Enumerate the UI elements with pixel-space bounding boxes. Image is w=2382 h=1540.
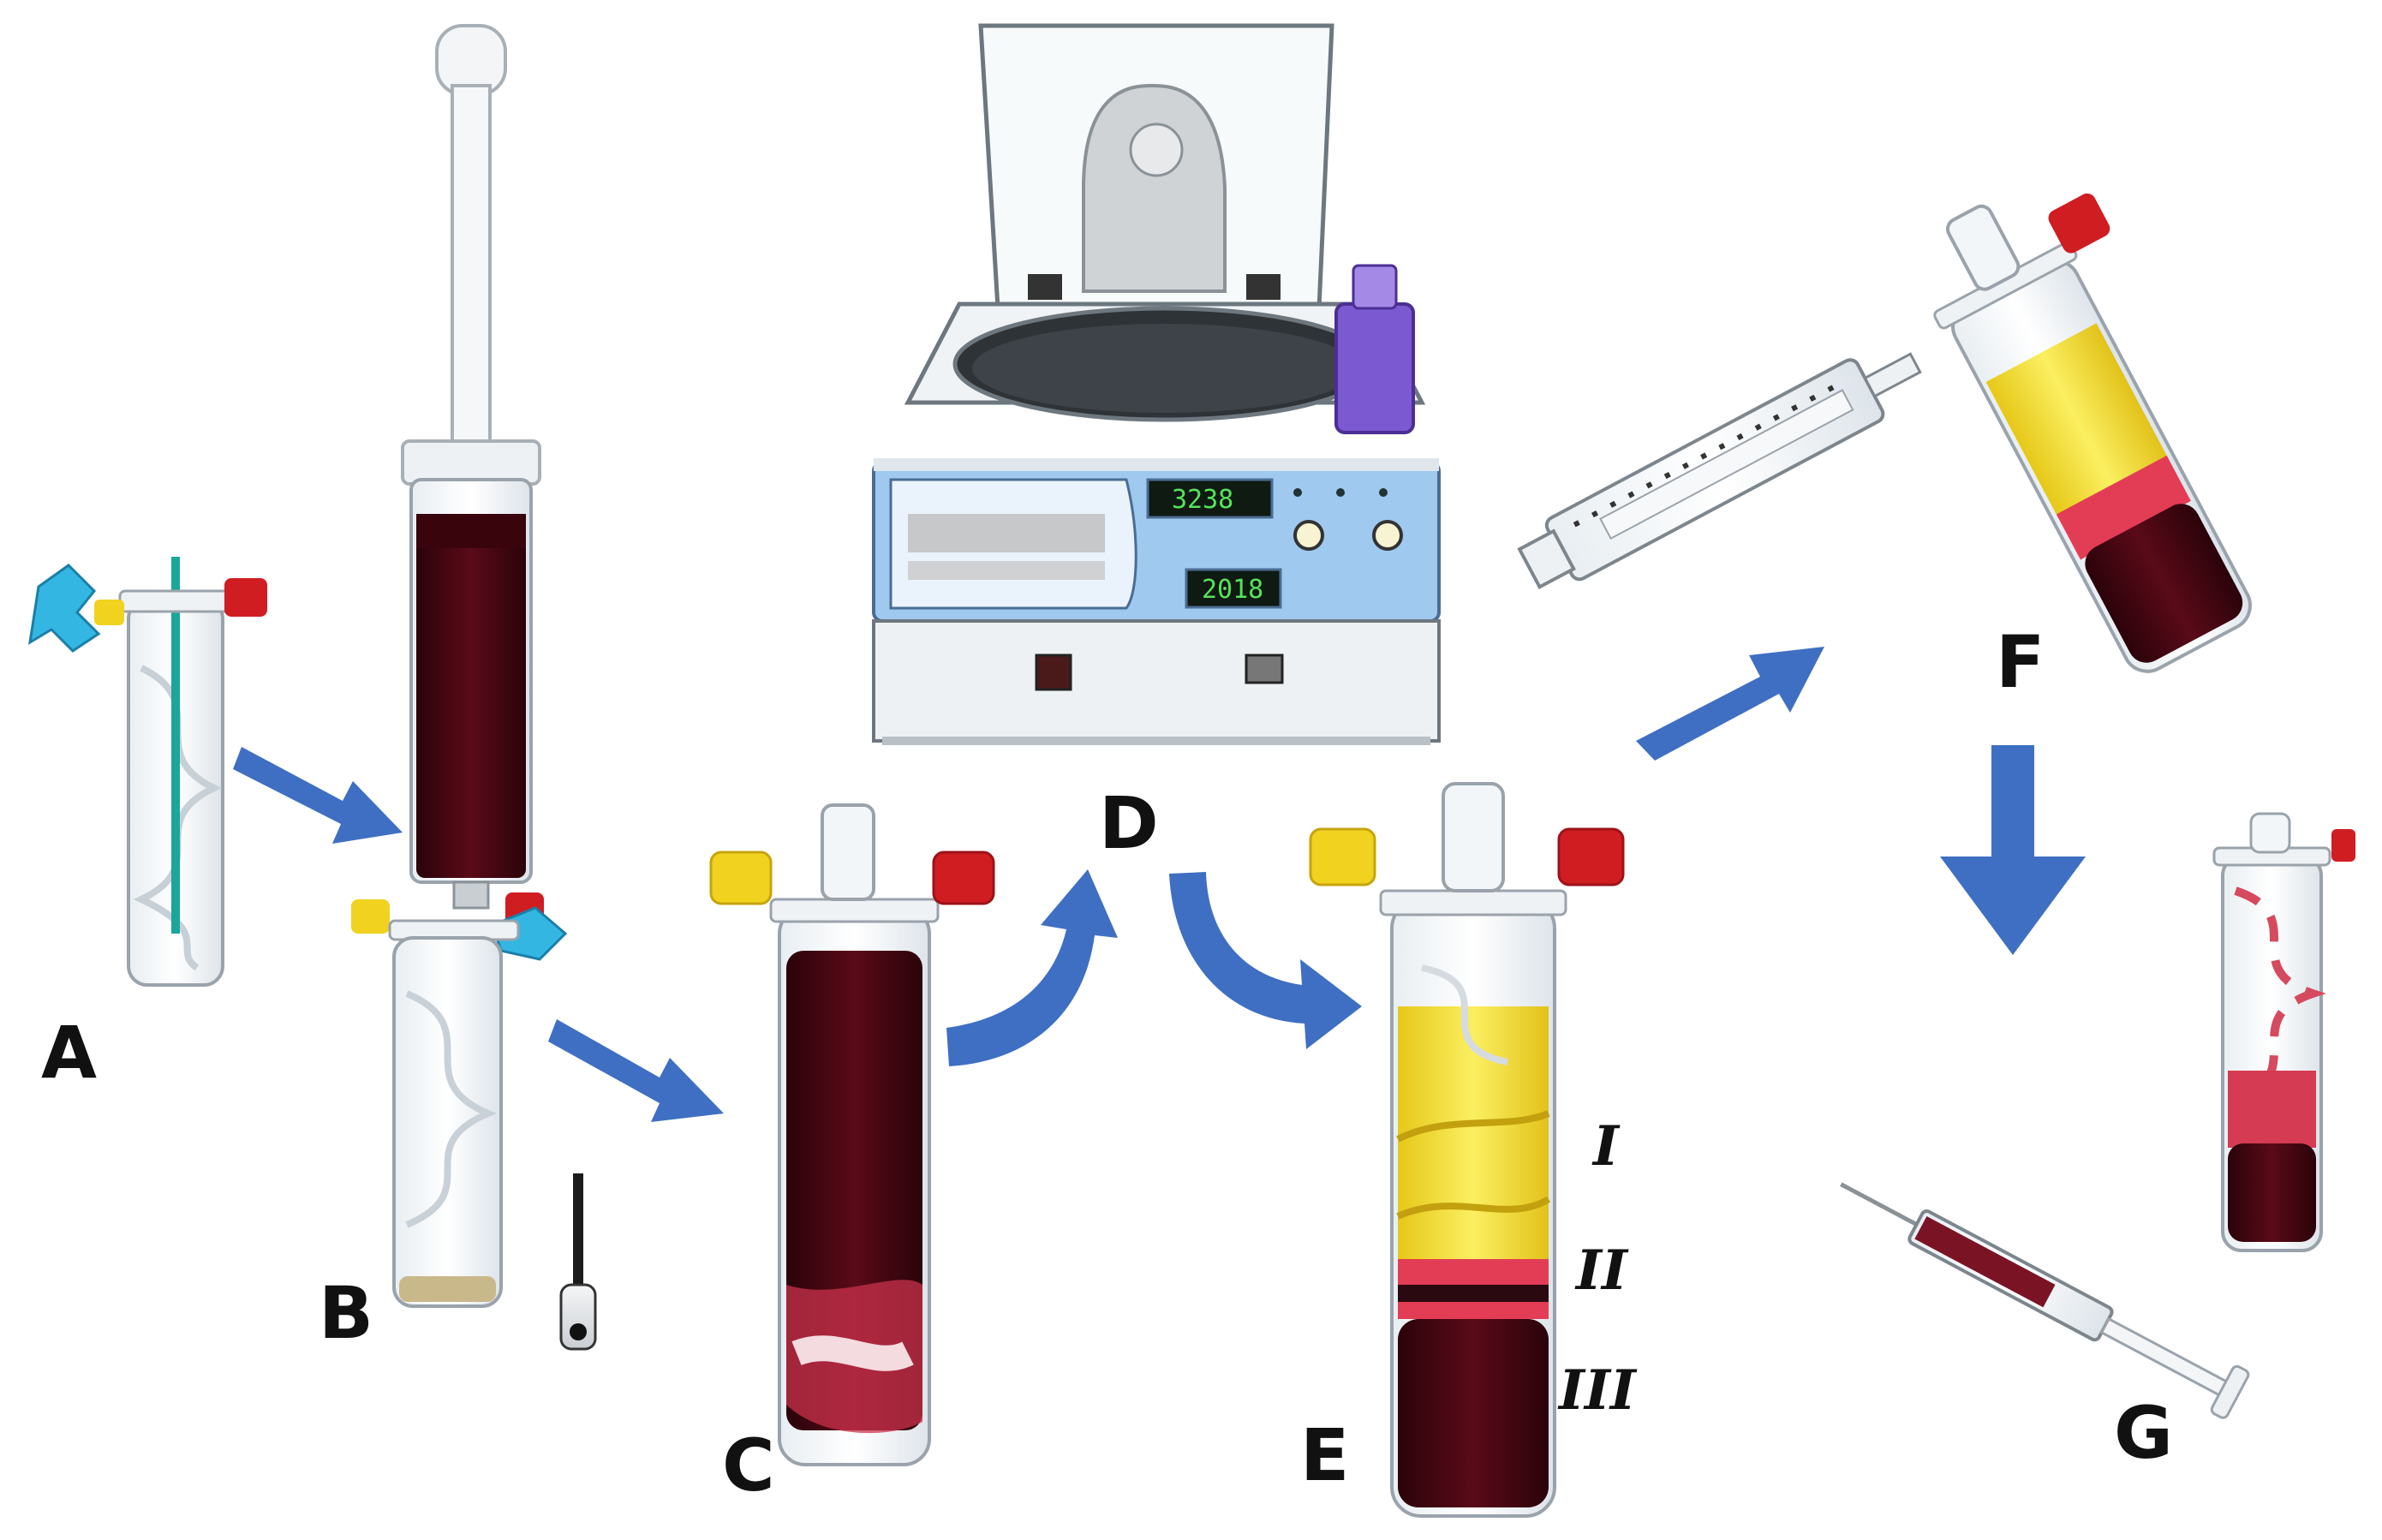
label-c: C	[722, 1424, 775, 1507]
syringe-g	[1840, 1182, 2250, 1419]
label-a: A	[41, 1011, 97, 1095]
label-g: G	[2114, 1391, 2173, 1475]
label-f: F	[1996, 620, 2045, 704]
arrow-f-to-g-icon	[1940, 745, 2086, 955]
layer-label-iii: III	[1557, 1358, 1638, 1423]
red-cap	[224, 578, 267, 617]
stop-button[interactable]	[1372, 520, 1403, 551]
label-d: D	[1099, 781, 1159, 865]
syringe-tube-b	[351, 24, 597, 1351]
arrow-b-to-c-icon	[548, 1019, 724, 1122]
yellow-cap	[94, 600, 124, 625]
layer-label-i: I	[1591, 1114, 1621, 1179]
arrow-c-to-d-icon	[946, 869, 1118, 1066]
valve-icon	[28, 564, 101, 653]
arrow-d-to-e-icon	[1169, 872, 1362, 1049]
layer-label-ii: II	[1574, 1239, 1629, 1303]
display-upper: 3238	[1172, 485, 1233, 515]
tube-f	[1933, 193, 2252, 673]
label-b: B	[319, 1271, 373, 1355]
label-e: E	[1300, 1413, 1349, 1497]
flow-arrows	[233, 647, 2086, 1122]
tube-c	[709, 803, 995, 1466]
tube-g	[2212, 812, 2355, 1252]
power-switch[interactable]	[1035, 654, 1072, 691]
tube-e	[1309, 782, 1625, 1518]
tube-a	[28, 557, 267, 987]
start-button[interactable]	[1293, 520, 1324, 551]
arrow-e-to-f-icon	[1636, 647, 1824, 761]
centrifuge: 3238 2018	[872, 23, 1441, 745]
syringe-f	[1517, 352, 1922, 590]
arrow-a-to-b-icon	[233, 747, 403, 844]
display-lower: 2018	[1202, 575, 1263, 605]
